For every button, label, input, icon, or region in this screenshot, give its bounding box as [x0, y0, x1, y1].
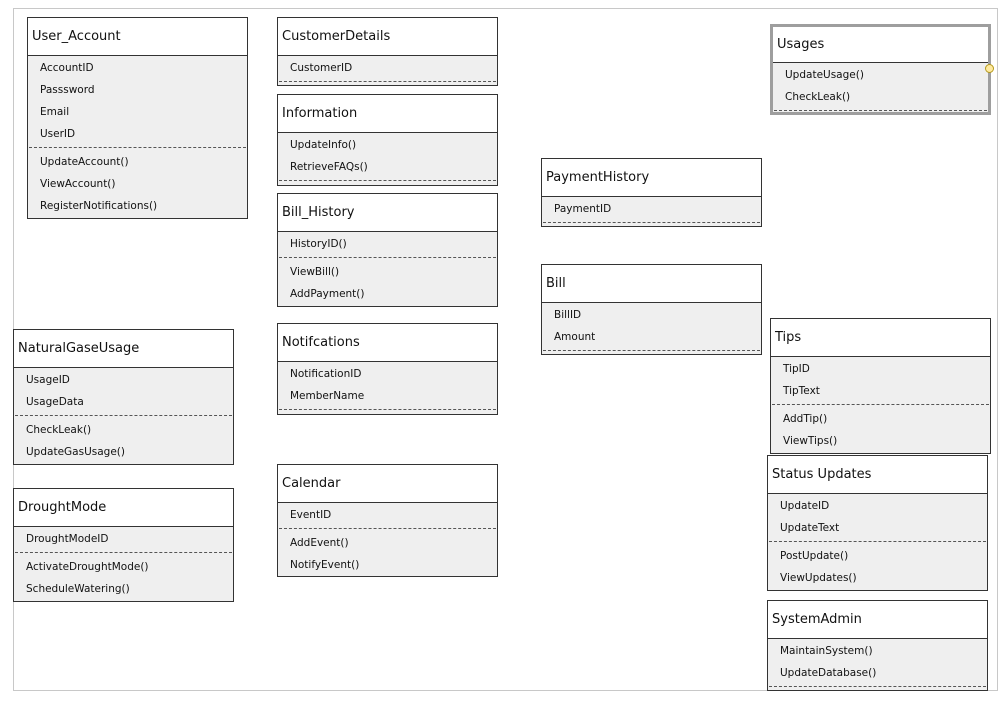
class-name: Information: [278, 95, 497, 133]
class-member: MaintainSystem(): [780, 645, 873, 657]
class-member: UserID: [40, 128, 76, 140]
class-name: Calendar: [278, 465, 497, 503]
class-name: Status Updates: [768, 456, 987, 494]
class-name: CustomerDetails: [278, 18, 497, 56]
compartment-divider: [279, 81, 496, 82]
class-name: NaturalGaseUsage: [14, 330, 233, 368]
compartment-divider: [15, 415, 232, 416]
class-name: SystemAdmin: [768, 601, 987, 639]
compartment-divider: [543, 222, 760, 223]
class-member: Email: [40, 106, 70, 118]
class-member: UpdateID: [780, 500, 830, 512]
compartment-divider: [279, 257, 496, 258]
compartment-divider: [279, 180, 496, 181]
class-method: AddTip(): [783, 413, 828, 425]
class-member: MemberName: [290, 390, 365, 402]
compartment-divider: [29, 147, 246, 148]
compartment-divider: [15, 552, 232, 553]
compartment-divider: [769, 686, 986, 687]
class-method: NotifyEvent(): [290, 559, 360, 571]
class-member: CustomerID: [290, 62, 353, 74]
class-method: ViewTips(): [783, 435, 838, 447]
class-member: TipID: [783, 363, 810, 375]
class-member: PaymentID: [554, 203, 612, 215]
class-method: UpdateAccount(): [40, 156, 129, 168]
class-name: User_Account: [28, 18, 247, 56]
compartment-divider: [543, 350, 760, 351]
class-member: Passsword: [40, 84, 95, 96]
class-method: ScheduleWatering(): [26, 583, 130, 595]
class-member: CheckLeak(): [785, 91, 851, 103]
class-member: DroughtModeID: [26, 533, 109, 545]
class-method: CheckLeak(): [26, 424, 92, 436]
compartment-divider: [279, 409, 496, 410]
class-name: PaymentHistory: [542, 159, 761, 197]
class-method: ViewBill(): [290, 266, 340, 278]
class-method: AddEvent(): [290, 537, 349, 549]
class-method: UpdateGasUsage(): [26, 446, 125, 458]
class-member: UpdateUsage(): [785, 69, 864, 81]
class-member: RetrieveFAQs(): [290, 161, 368, 173]
class-member: UpdateText: [780, 522, 840, 534]
class-name: Usages: [773, 27, 988, 63]
class-member: EventID: [290, 509, 332, 521]
class-member: UpdateInfo(): [290, 139, 357, 151]
resize-handle[interactable]: [985, 64, 994, 73]
class-method: RegisterNotifications(): [40, 200, 158, 212]
class-member: HistoryID(): [290, 238, 347, 250]
class-method: ViewAccount(): [40, 178, 116, 190]
class-member: Amount: [554, 331, 596, 343]
class-method: ActivateDroughtMode(): [26, 561, 149, 573]
class-method: AddPayment(): [290, 288, 365, 300]
class-name: DroughtMode: [14, 489, 233, 527]
class-name: Tips: [771, 319, 990, 357]
compartment-divider: [772, 404, 989, 405]
class-method: PostUpdate(): [780, 550, 849, 562]
class-name: Bill: [542, 265, 761, 303]
compartment-divider: [769, 541, 986, 542]
class-method: ViewUpdates(): [780, 572, 857, 584]
class-member: AccountID: [40, 62, 94, 74]
class-member: UsageData: [26, 396, 84, 408]
class-member: UpdateDatabase(): [780, 667, 877, 679]
class-member: BillID: [554, 309, 582, 321]
compartment-divider: [279, 528, 496, 529]
class-member: TipText: [783, 385, 820, 397]
class-name: Bill_History: [278, 194, 497, 232]
class-member: UsageID: [26, 374, 70, 386]
class-name: Notifcations: [278, 324, 497, 362]
compartment-divider: [774, 110, 987, 111]
class-member: NotificationID: [290, 368, 362, 380]
